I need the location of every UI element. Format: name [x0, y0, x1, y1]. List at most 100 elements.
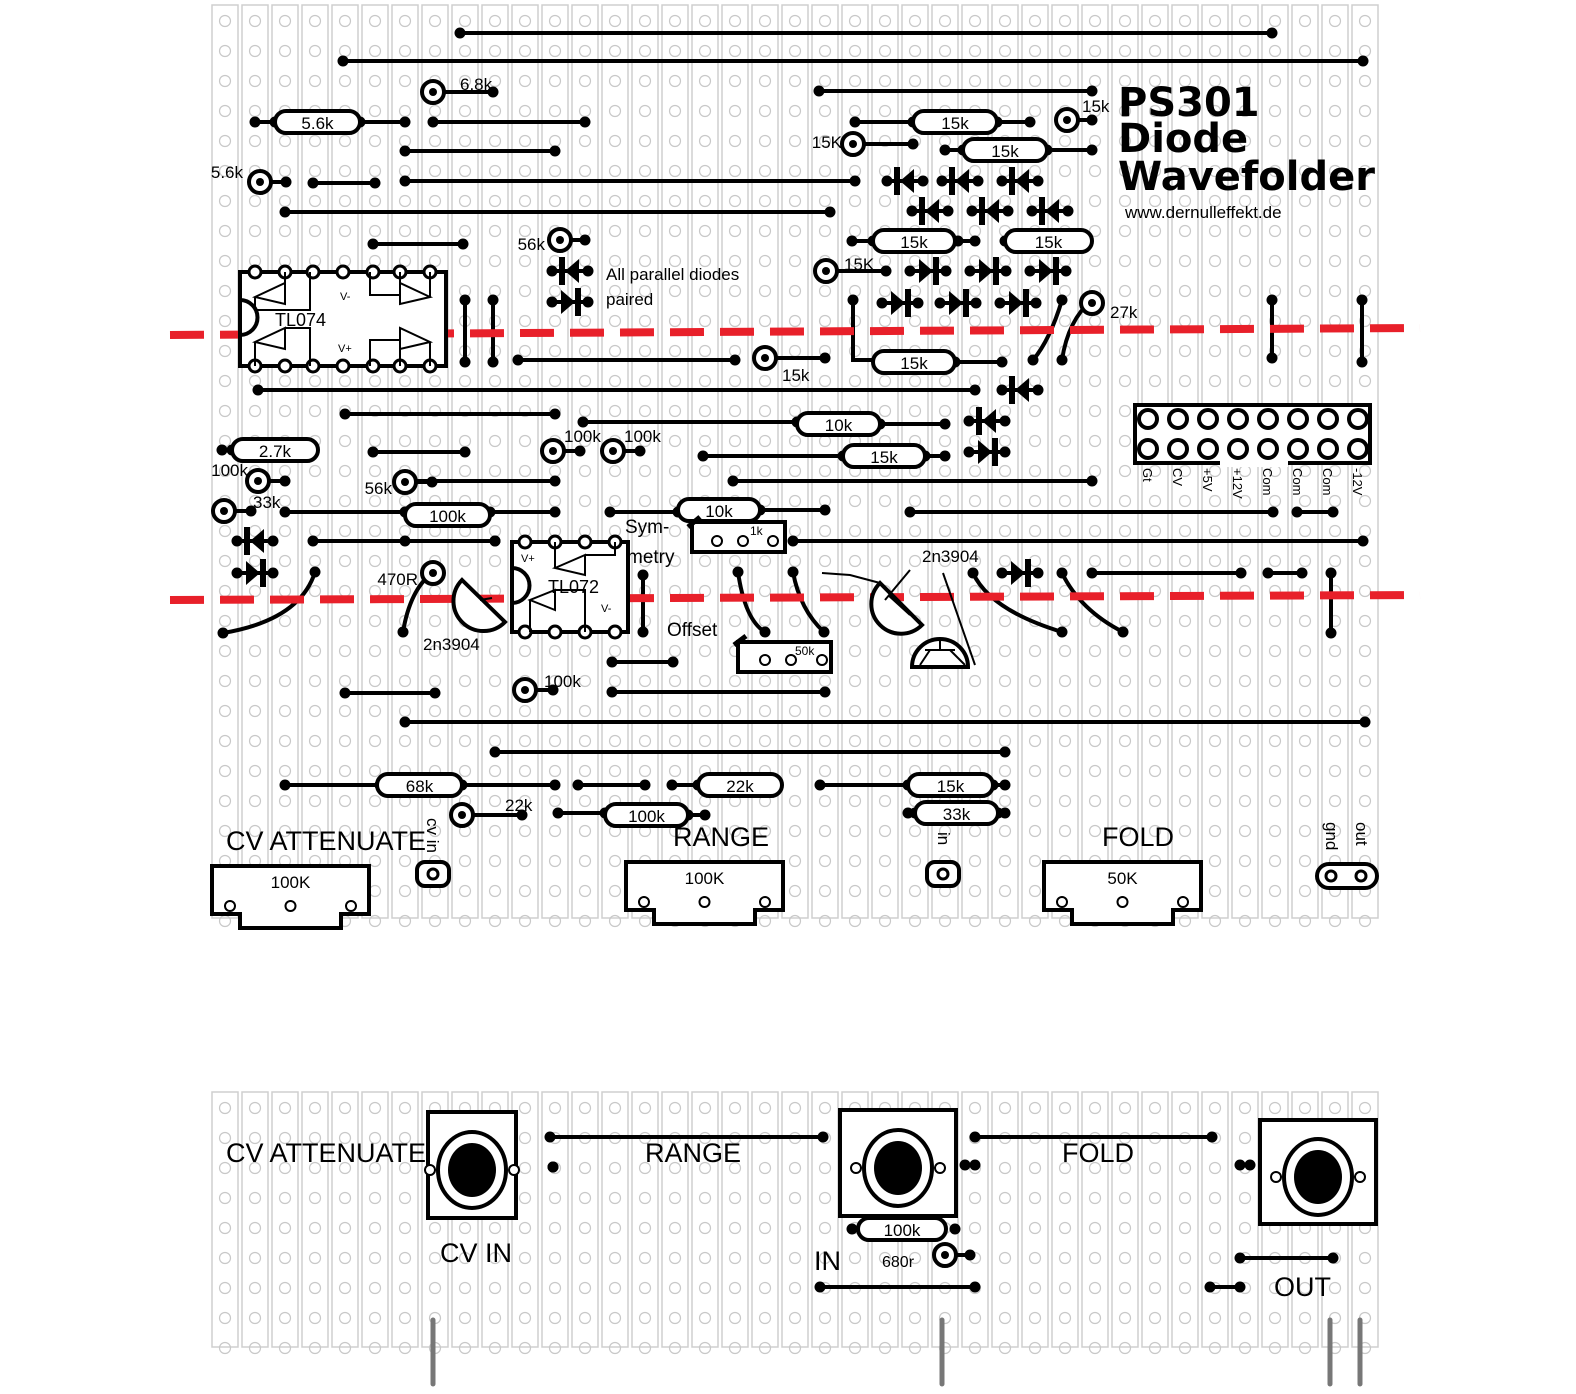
- copper-strip: [631, 1091, 659, 1348]
- strip-hole: [1298, 134, 1312, 148]
- strip-hole: [968, 14, 982, 28]
- strip-hole: [1058, 14, 1072, 28]
- strip-hole: [218, 1161, 232, 1175]
- strip-hole: [1268, 764, 1282, 778]
- strip-hole: [878, 284, 892, 298]
- strip-hole: [308, 1341, 322, 1355]
- pot-label: CV ATTENUATE: [226, 826, 426, 856]
- strip-hole: [998, 1191, 1012, 1205]
- strip-hole: [1118, 284, 1132, 298]
- strip-hole: [878, 374, 892, 388]
- strip-hole: [1118, 224, 1132, 238]
- jack-cv-in[interactable]: [424, 1110, 520, 1220]
- strip-hole: [788, 554, 802, 568]
- strip-hole: [1118, 1161, 1132, 1175]
- connector-in-label: in: [934, 832, 953, 845]
- jack-in[interactable]: [838, 1108, 958, 1218]
- strip-hole: [488, 674, 502, 688]
- strip-hole: [1178, 1311, 1192, 1325]
- header-pin: [1137, 408, 1159, 430]
- resistor-value: 15k: [1035, 233, 1063, 252]
- pot-pin: [284, 900, 297, 912]
- strip-hole: [758, 44, 772, 58]
- solder-point: [549, 145, 561, 157]
- strip-hole: [488, 464, 502, 478]
- strip-hole: [428, 644, 442, 658]
- strip-hole: [878, 44, 892, 58]
- strip-hole: [848, 524, 862, 538]
- resistor-value: 33k: [253, 493, 281, 512]
- strip-hole: [1208, 644, 1222, 658]
- strip-hole: [488, 854, 502, 868]
- solder-point: [454, 27, 466, 39]
- resistor-body: [961, 137, 1049, 163]
- strip-hole: [638, 254, 652, 268]
- diode-triangle: [919, 259, 933, 283]
- strip-hole: [368, 494, 382, 508]
- strip-hole: [1058, 524, 1072, 538]
- trimmer-symmetry-value: 1k: [750, 524, 764, 538]
- strip-hole: [668, 1161, 682, 1175]
- strip-hole: [1358, 344, 1372, 358]
- strip-hole: [1328, 104, 1342, 118]
- strip-hole: [788, 164, 802, 178]
- diode-bar: [244, 527, 250, 555]
- connector-in[interactable]: in: [925, 832, 961, 888]
- connector-cv-in[interactable]: cv in: [415, 818, 451, 888]
- strip-hole: [1148, 764, 1162, 778]
- strip-hole: [1268, 1311, 1282, 1325]
- strip-hole: [1118, 1221, 1132, 1235]
- strip-hole: [458, 554, 472, 568]
- strip-hole: [698, 824, 712, 838]
- strip-hole: [548, 164, 562, 178]
- strip-hole: [878, 644, 892, 658]
- jack-lug: [934, 1162, 946, 1174]
- resistor-body: [603, 802, 690, 828]
- strip-hole: [758, 404, 772, 418]
- strip-hole: [998, 1101, 1012, 1115]
- solder-point: [549, 475, 561, 487]
- header-pin-label: Com: [1260, 468, 1275, 495]
- connector-gnd-out[interactable]: gnd out: [1315, 822, 1379, 890]
- solder-point: [880, 265, 892, 277]
- wire-link: [851, 298, 880, 362]
- solder-point: [579, 116, 591, 128]
- strip-hole: [1208, 794, 1222, 808]
- strip-hole: [698, 1341, 712, 1355]
- strip-hole: [518, 194, 532, 208]
- strip-hole: [1058, 674, 1072, 688]
- strip-hole: [368, 674, 382, 688]
- strip-hole: [398, 194, 412, 208]
- jack-out[interactable]: [1258, 1118, 1378, 1226]
- strip-hole: [398, 1191, 412, 1205]
- strip-hole: [1208, 464, 1222, 478]
- transistor-q1-label: 2n3904: [423, 635, 480, 654]
- strip-hole: [338, 1341, 352, 1355]
- solder-point: [849, 116, 861, 128]
- strip-hole: [368, 1281, 382, 1295]
- strip-hole: [608, 914, 622, 928]
- strip-hole: [668, 314, 682, 328]
- strip-hole: [458, 404, 472, 418]
- resistor-value: 15K: [812, 133, 843, 152]
- jack-hole: [448, 1143, 496, 1197]
- resistor-body: [871, 349, 957, 375]
- strip-hole: [458, 254, 472, 268]
- copper-strip: [391, 1091, 419, 1348]
- solder-point: [249, 116, 261, 128]
- solder-point: [1024, 265, 1036, 277]
- strip-hole: [1028, 914, 1042, 928]
- solder-point: [999, 746, 1011, 758]
- resistor-body: [871, 228, 957, 254]
- strip-hole: [728, 1191, 742, 1205]
- solder-point: [279, 779, 291, 791]
- solder-point: [1356, 294, 1368, 306]
- strip-hole: [788, 14, 802, 28]
- solder-point: [849, 175, 861, 187]
- cut-line-lower: [169, 591, 1421, 604]
- strip-hole: [998, 704, 1012, 718]
- solder-point: [969, 384, 981, 396]
